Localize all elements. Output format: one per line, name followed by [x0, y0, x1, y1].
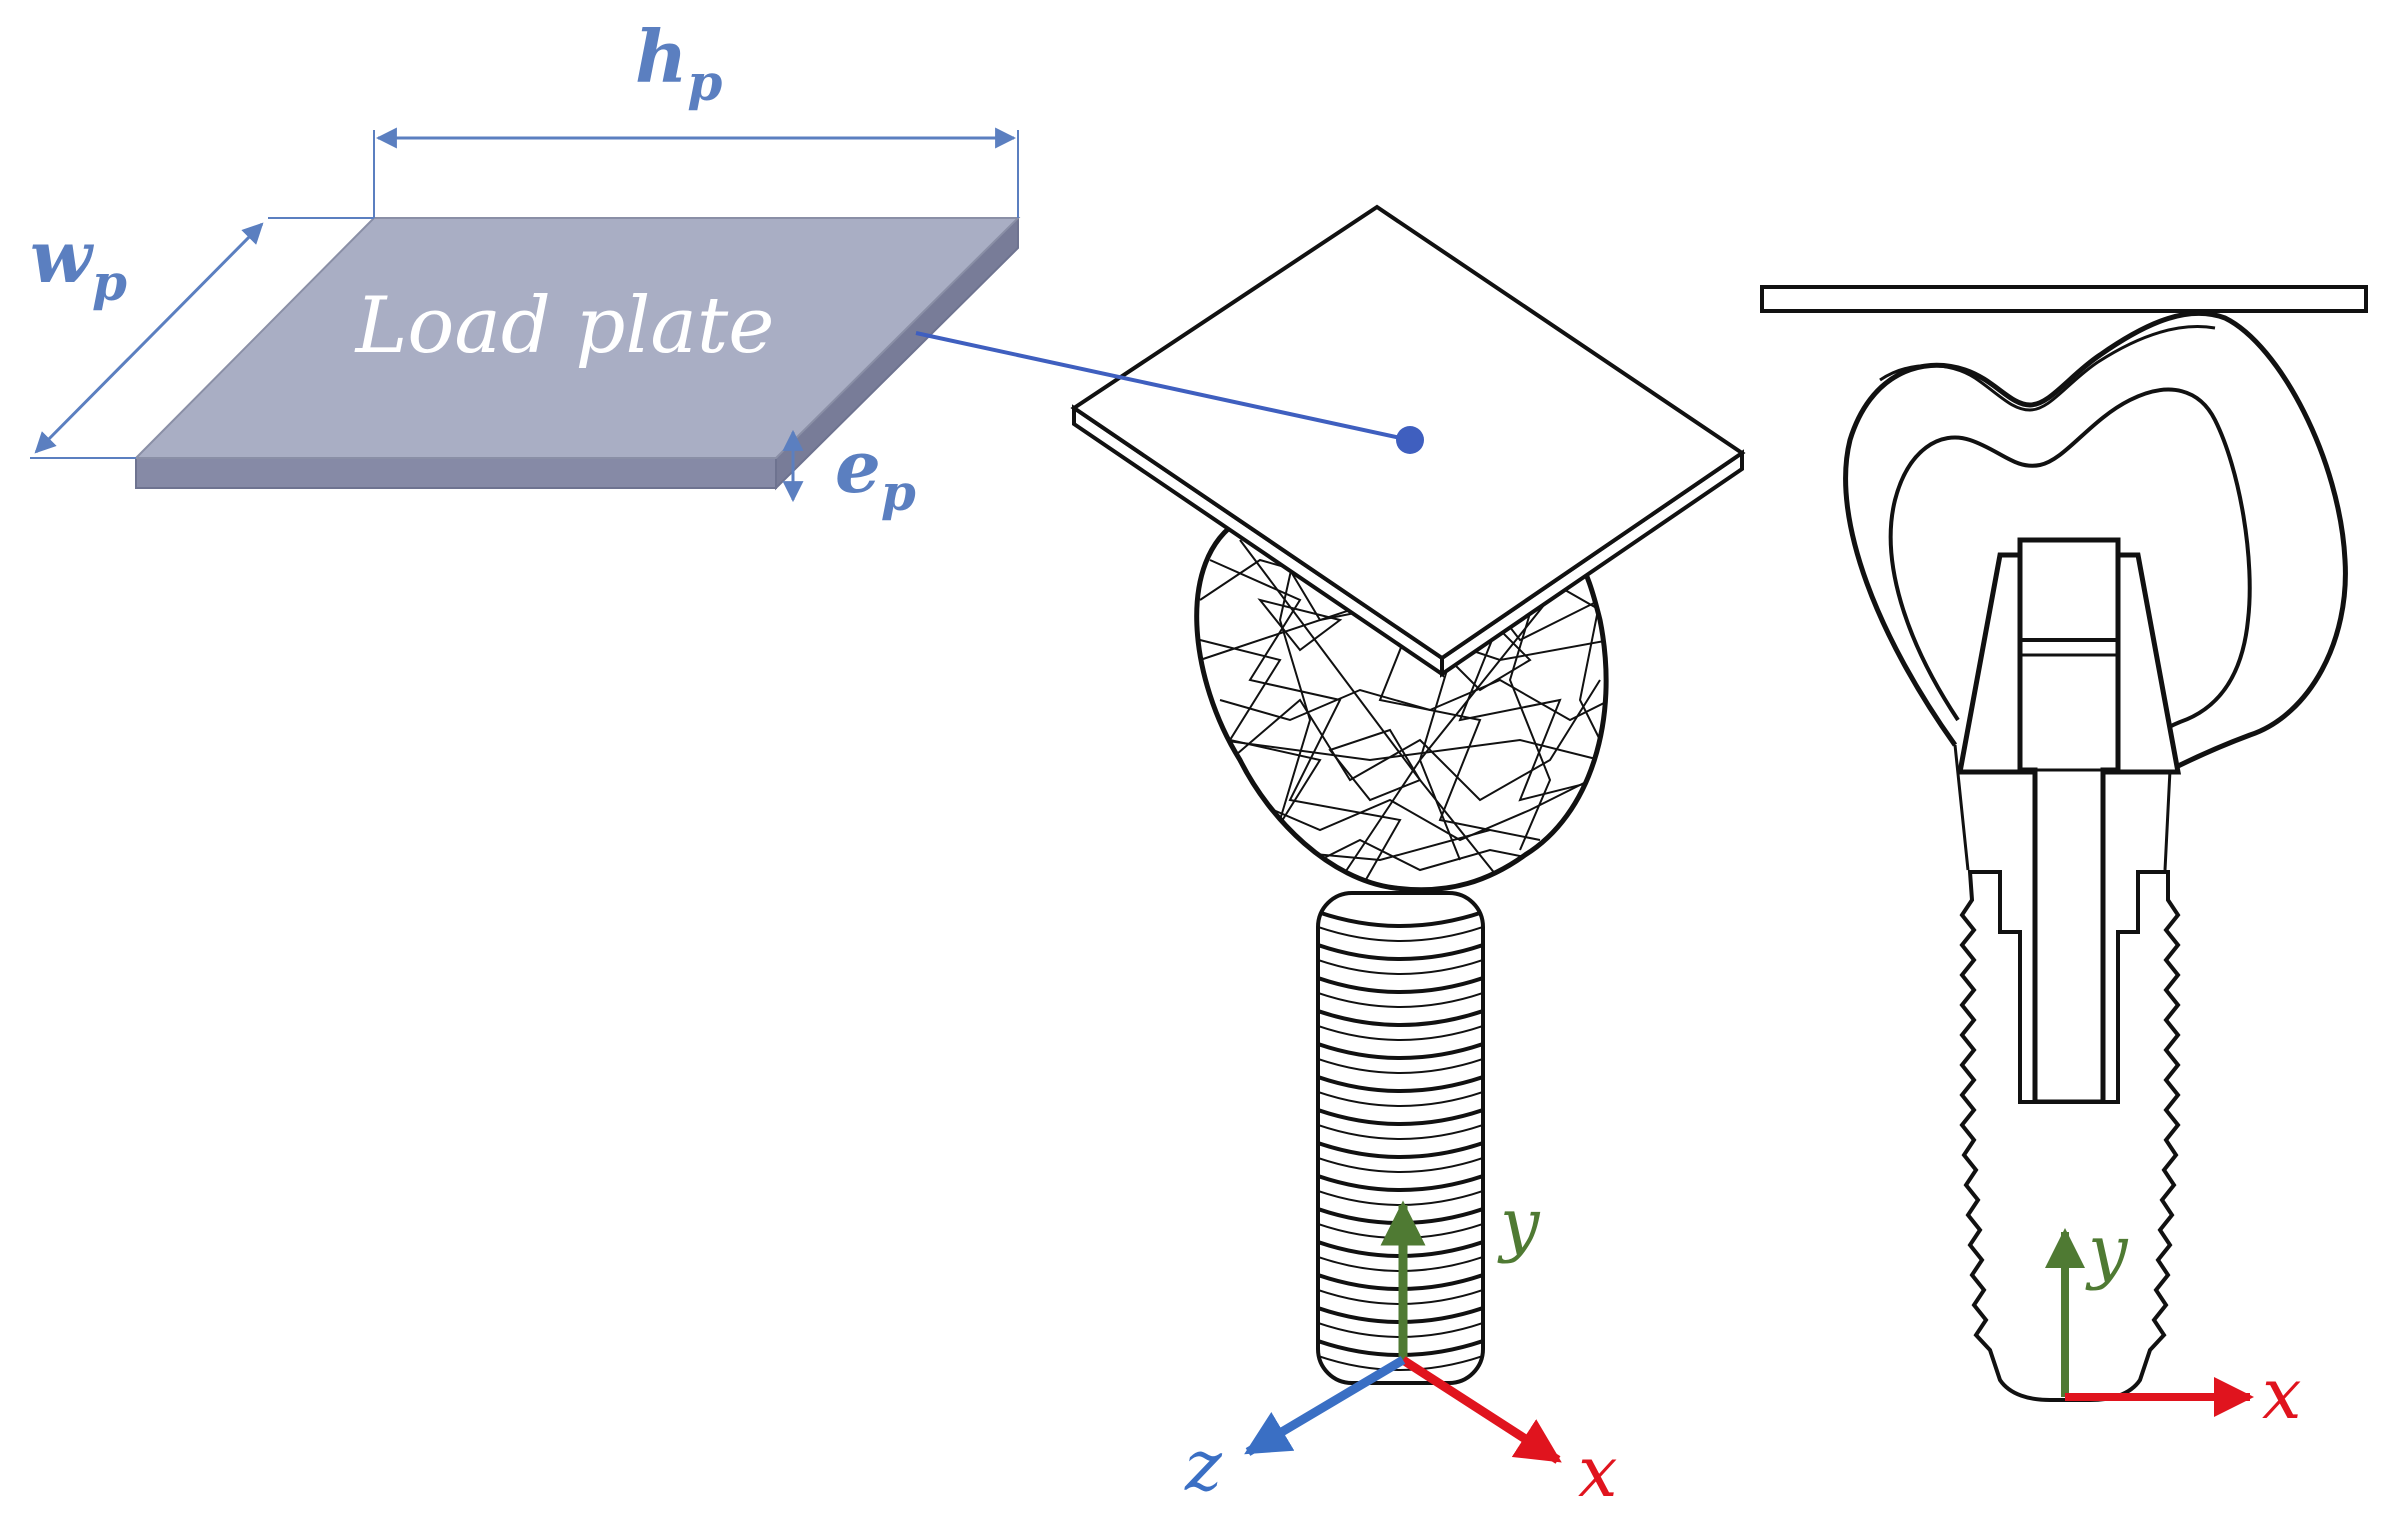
- h-dimension-label: hp: [635, 14, 722, 112]
- load-plate-figure: Load plate hp wp ep: [30, 14, 1021, 522]
- w-dimension-arrow: [34, 222, 264, 454]
- e-dimension-label: ep: [835, 424, 916, 522]
- iso-x-axis-arrow: [1400, 1356, 1562, 1464]
- iso-z-axis-arrow: [1244, 1356, 1406, 1456]
- w-dimension-label: wp: [30, 214, 127, 312]
- section-crown-top-edge: [1879, 325, 2216, 412]
- plate-center-dot: [1396, 426, 1424, 454]
- section-axes: y x: [2045, 1210, 2301, 1435]
- iso-z-axis-label: z: [1184, 1425, 1223, 1507]
- section-central-screw: [2017, 537, 2121, 1105]
- iso-y-axis-label: y: [1497, 1183, 1541, 1265]
- plate-leader-line: [915, 331, 1411, 442]
- cross-section-figure: y x: [1760, 285, 2368, 1435]
- section-crown-outer: [1843, 310, 2348, 773]
- iso-x-axis-label: x: [1578, 1431, 1617, 1513]
- plate-side-face: [135, 457, 777, 489]
- section-x-axis-label: x: [2262, 1353, 2301, 1435]
- section-y-axis-label: y: [2085, 1210, 2129, 1292]
- section-gingival-lines: [1953, 744, 2172, 871]
- section-crown-inner: [1888, 387, 2252, 752]
- iso-axes: y x z: [1184, 1183, 1617, 1513]
- plate-label: Load plate: [354, 281, 775, 371]
- mesh-implant-figure: y x z: [915, 204, 1746, 1513]
- section-load-plate: [1760, 285, 2368, 313]
- mesh-screw-body: [1316, 891, 1485, 1385]
